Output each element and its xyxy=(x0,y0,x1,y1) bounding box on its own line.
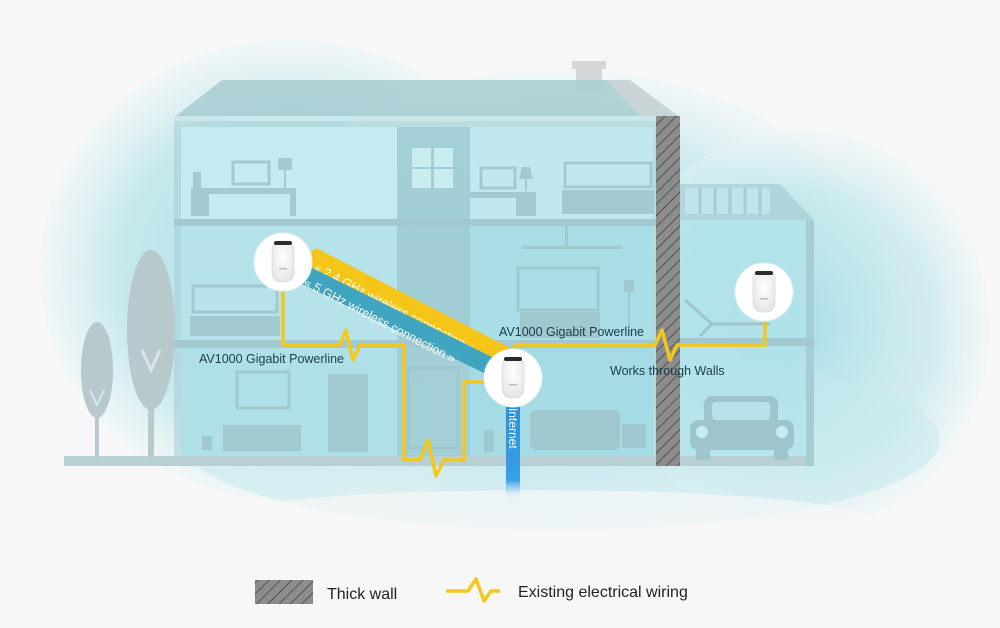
internet-line: Internet xyxy=(506,402,520,500)
legend-label-thick-wall: Thick wall xyxy=(327,586,397,603)
thick-wall xyxy=(656,116,680,466)
garage xyxy=(680,184,814,466)
legend-label-electrical-wiring: Existing electrical wiring xyxy=(518,584,688,601)
car-icon xyxy=(690,396,794,460)
mesh-unit-main[interactable] xyxy=(483,348,543,408)
legend-item-electrical-wiring: Existing electrical wiring xyxy=(446,577,688,603)
zigzag-wire-icon xyxy=(446,577,500,603)
hatched-wall-icon xyxy=(255,580,313,604)
internet-label: Internet xyxy=(506,408,520,449)
furniture-silhouettes xyxy=(190,158,654,452)
trees xyxy=(81,250,175,458)
roof xyxy=(176,80,678,116)
works-through-walls-label: Works through Walls xyxy=(610,364,725,378)
electrical-wiring xyxy=(281,290,767,478)
mesh-unit-upstairs-left[interactable] xyxy=(253,232,313,292)
mesh-unit-garage[interactable] xyxy=(734,262,794,322)
powerline-label-left: AV1000 Gigabit Powerline xyxy=(199,352,344,366)
powerline-label-right: AV1000 Gigabit Powerline xyxy=(499,325,644,339)
legend-item-thick-wall: Thick wall xyxy=(255,580,397,604)
legend: Thick wall Existing electrical wiring xyxy=(255,577,688,604)
